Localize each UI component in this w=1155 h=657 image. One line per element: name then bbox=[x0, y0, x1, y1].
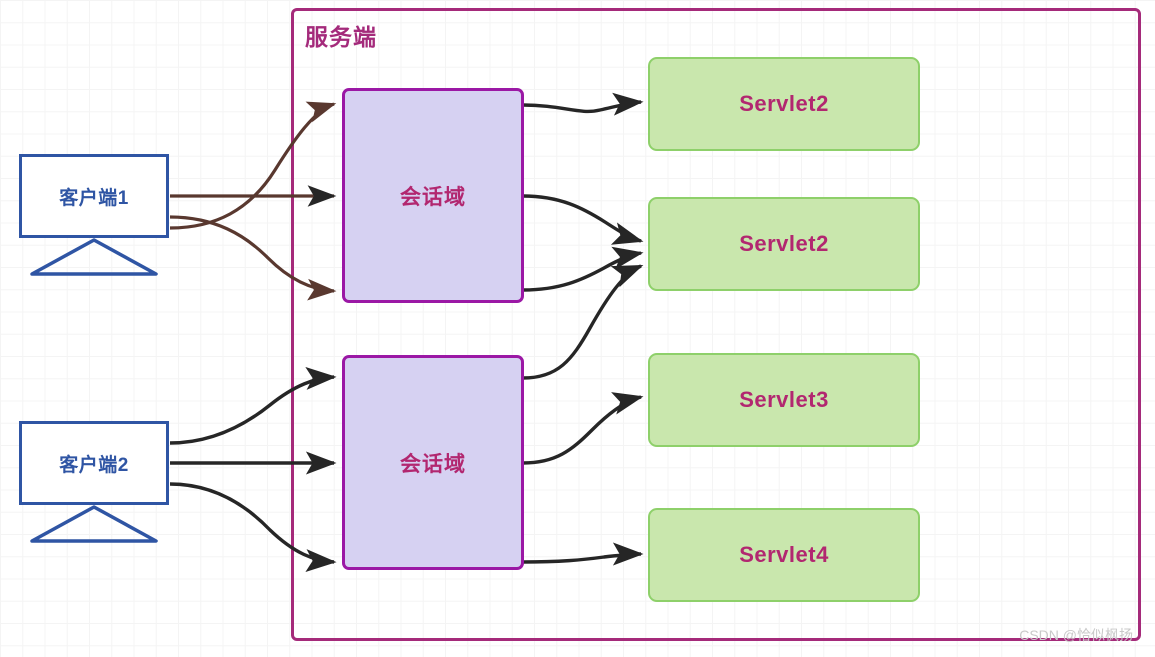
servlet-node-2[interactable]: Servlet2 bbox=[648, 197, 920, 291]
client-node-2[interactable]: 客户端2 bbox=[19, 421, 169, 543]
session-scope-2-label: 会话域 bbox=[400, 452, 466, 476]
client-1-stand-icon bbox=[30, 238, 158, 276]
client-2-screen: 客户端2 bbox=[19, 421, 169, 505]
client-1-screen: 客户端1 bbox=[19, 154, 169, 238]
servlet-node-3-label: Servlet3 bbox=[739, 387, 829, 412]
client-node-1[interactable]: 客户端1 bbox=[19, 154, 169, 276]
servlet-node-3[interactable]: Servlet3 bbox=[648, 353, 920, 447]
session-scope-2[interactable]: 会话域 bbox=[342, 355, 524, 570]
servlet-node-4[interactable]: Servlet4 bbox=[648, 508, 920, 602]
servlet-node-4-label: Servlet4 bbox=[739, 542, 829, 567]
watermark-text: CSDN @恰似枫扬 bbox=[1019, 627, 1133, 643]
servlet-node-1[interactable]: Servlet2 bbox=[648, 57, 920, 151]
servlet-node-2-label: Servlet2 bbox=[739, 231, 829, 256]
session-scope-1[interactable]: 会话域 bbox=[342, 88, 524, 303]
server-container-title: 服务端 bbox=[305, 24, 377, 50]
client-2-label: 客户端2 bbox=[59, 454, 129, 476]
client-1-label: 客户端1 bbox=[59, 187, 129, 209]
client-2-stand-icon bbox=[30, 505, 158, 543]
server-container bbox=[291, 8, 1141, 641]
servlet-node-1-label: Servlet2 bbox=[739, 91, 829, 116]
session-scope-1-label: 会话域 bbox=[400, 185, 466, 209]
